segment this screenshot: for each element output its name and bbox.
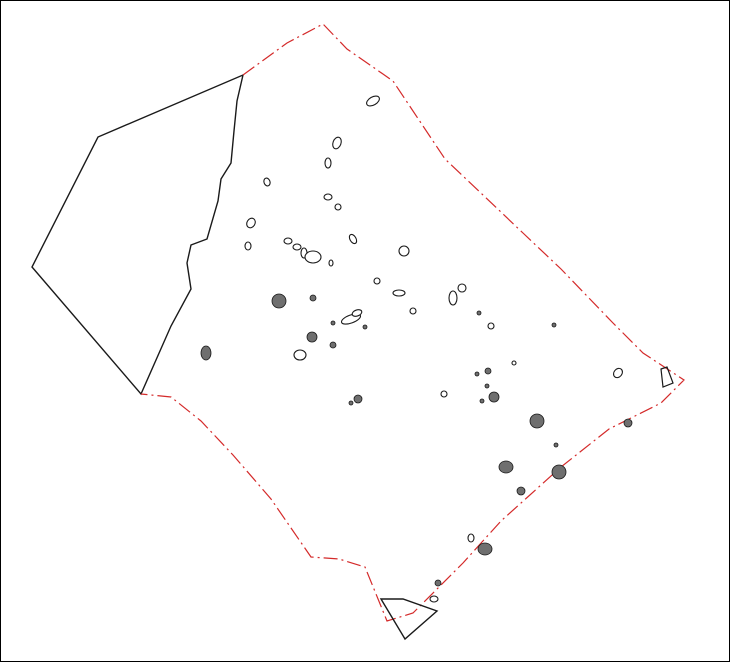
- survey-boundary[interactable]: [140, 23, 685, 622]
- east-corner-outline[interactable]: [660, 366, 674, 388]
- filled-feature[interactable]: [623, 418, 633, 428]
- filled-feature[interactable]: [479, 398, 485, 404]
- hollow-feature[interactable]: [293, 349, 307, 361]
- hollow-feature[interactable]: [365, 94, 381, 108]
- hollow-feature[interactable]: [328, 259, 334, 267]
- hollow-feature[interactable]: [429, 595, 439, 603]
- filled-feature[interactable]: [498, 460, 514, 474]
- hollow-feature[interactable]: [263, 177, 271, 187]
- hollow-feature[interactable]: [448, 290, 458, 306]
- filled-feature[interactable]: [362, 324, 368, 330]
- filled-feature[interactable]: [488, 391, 500, 403]
- hollow-feature[interactable]: [392, 289, 406, 297]
- hollow-feature[interactable]: [612, 367, 625, 380]
- hollow-feature[interactable]: [348, 233, 358, 245]
- filled-feature[interactable]: [348, 400, 354, 406]
- hollow-feature[interactable]: [373, 277, 381, 285]
- filled-feature[interactable]: [553, 442, 559, 448]
- filled-feature[interactable]: [309, 294, 317, 302]
- filled-feature[interactable]: [516, 486, 526, 496]
- hollow-feature[interactable]: [487, 322, 495, 330]
- hollow-feature[interactable]: [331, 136, 343, 150]
- hollow-features: [244, 94, 625, 603]
- hollow-feature[interactable]: [304, 250, 322, 264]
- hollow-feature[interactable]: [457, 283, 467, 293]
- hollow-feature[interactable]: [245, 217, 257, 230]
- hollow-feature[interactable]: [334, 203, 342, 211]
- filled-feature[interactable]: [484, 383, 490, 389]
- hollow-feature[interactable]: [283, 237, 293, 245]
- filled-feature[interactable]: [434, 579, 442, 587]
- filled-feature[interactable]: [476, 310, 482, 316]
- filled-feature[interactable]: [551, 464, 567, 480]
- hollow-feature[interactable]: [398, 245, 410, 257]
- hollow-feature[interactable]: [511, 360, 517, 366]
- hollow-feature[interactable]: [467, 533, 475, 543]
- hollow-feature[interactable]: [244, 241, 252, 251]
- filled-feature[interactable]: [200, 345, 212, 361]
- filled-feature[interactable]: [529, 413, 545, 429]
- hollow-feature[interactable]: [324, 157, 332, 169]
- filled-features: [200, 293, 633, 587]
- hollow-feature[interactable]: [351, 308, 363, 317]
- filled-feature[interactable]: [271, 293, 287, 309]
- hollow-feature[interactable]: [323, 193, 333, 201]
- filled-feature[interactable]: [474, 371, 480, 377]
- filled-feature[interactable]: [551, 322, 557, 328]
- filled-feature[interactable]: [484, 367, 492, 375]
- filled-feature[interactable]: [353, 394, 363, 404]
- west-parcel-outline[interactable]: [31, 73, 244, 396]
- filled-feature[interactable]: [329, 341, 337, 349]
- filled-feature[interactable]: [477, 542, 493, 556]
- hollow-feature[interactable]: [292, 243, 302, 251]
- hollow-feature[interactable]: [440, 390, 448, 398]
- filled-feature[interactable]: [330, 320, 336, 326]
- hollow-feature[interactable]: [409, 307, 417, 315]
- south-parcel-outline[interactable]: [379, 598, 439, 641]
- filled-feature[interactable]: [306, 331, 318, 343]
